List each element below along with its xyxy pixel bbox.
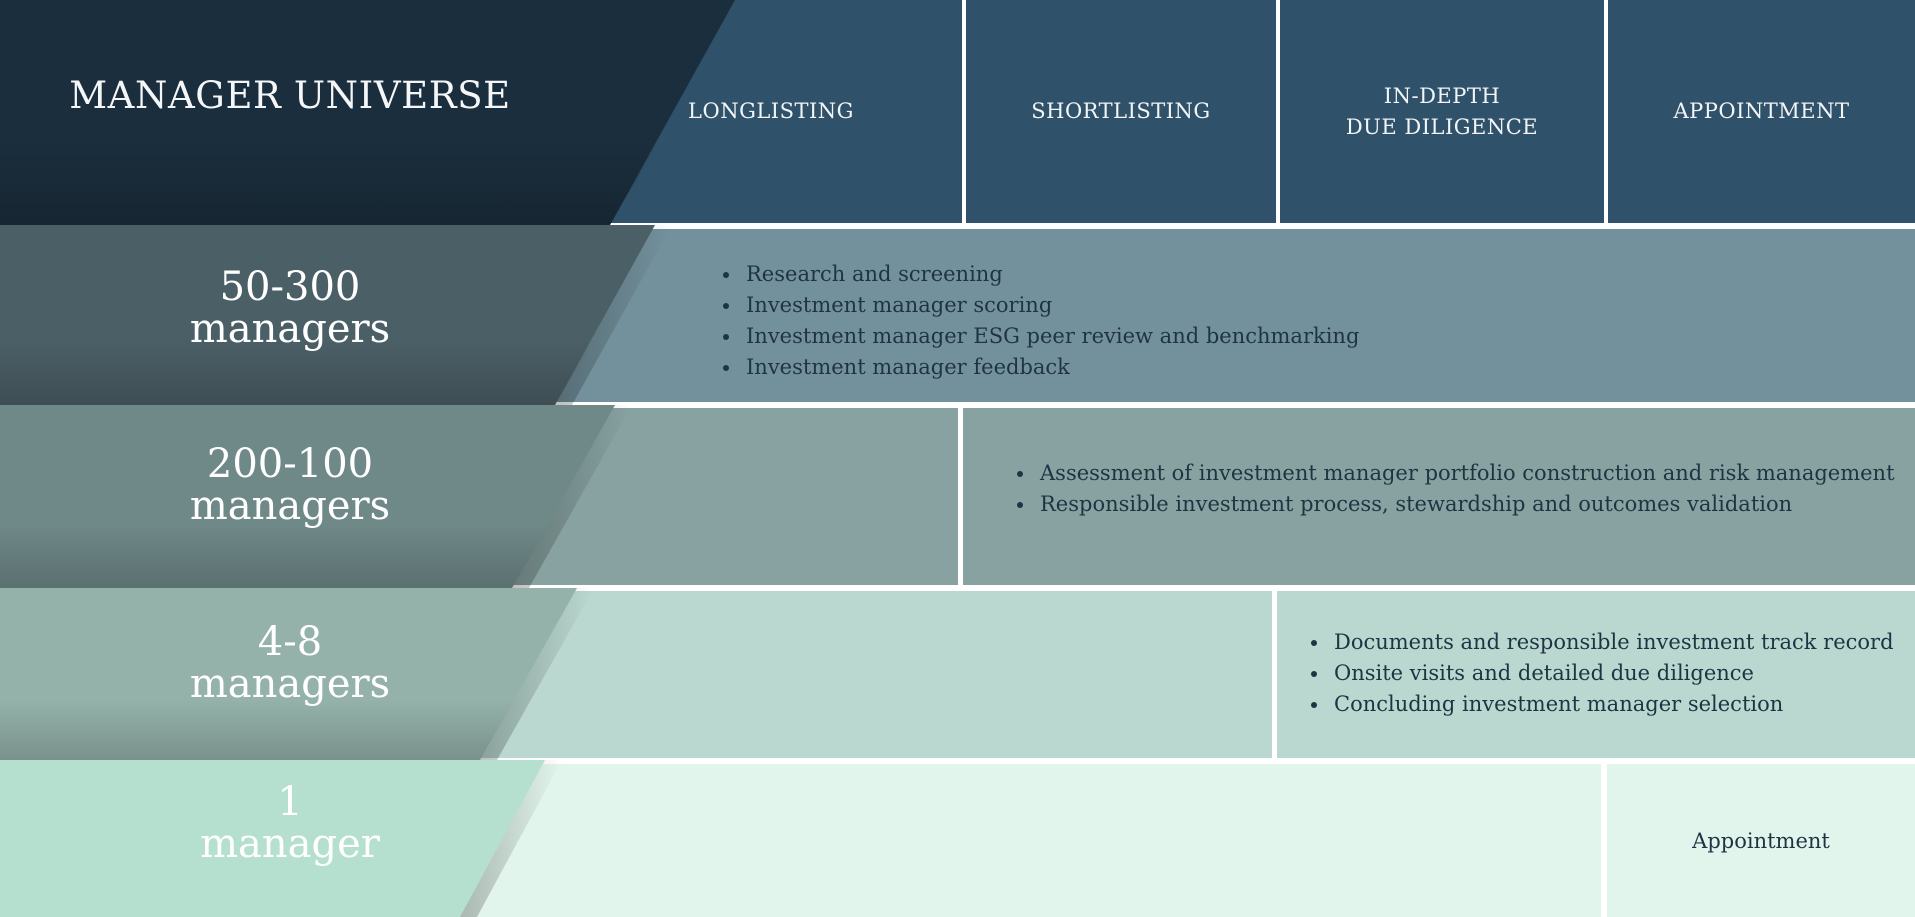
longlisting-activities: Research and screening Investment manage…: [718, 259, 1359, 383]
row-unit: managers: [189, 483, 391, 529]
row4-count-label: 1 manager: [100, 773, 480, 873]
list-item: Responsible investment process, stewards…: [1036, 489, 1895, 520]
page-title: MANAGER UNIVERSE: [69, 73, 511, 117]
row2-count-label: 200-100 managers: [100, 435, 480, 535]
row-count: 200-100: [206, 441, 374, 487]
due-diligence-activities: Documents and responsible investment tra…: [1306, 627, 1894, 720]
row-count: 50-300: [219, 264, 361, 310]
list-item: Investment manager scoring: [742, 290, 1359, 321]
row-unit: managers: [189, 661, 391, 707]
stage-label: LONGLISTING: [688, 99, 854, 123]
row1-count-label: 50-300 managers: [100, 258, 480, 358]
stage-header-appointment: APPOINTMENT: [1608, 0, 1915, 223]
list-item: Assessment of investment manager portfol…: [1036, 458, 1895, 489]
stage-label: IN-DEPTH DUE DILIGENCE: [1345, 83, 1539, 139]
row-unit: manager: [200, 821, 380, 867]
list-item: Documents and responsible investment tra…: [1330, 627, 1894, 658]
stage-label: SHORTLISTING: [1031, 99, 1211, 123]
row-band-due-diligence-empty: [470, 591, 1272, 758]
row-band-appointment-empty: [440, 764, 1601, 917]
list-item: Investment manager ESG peer review and b…: [742, 321, 1359, 352]
row4-left-shape: [0, 760, 545, 917]
row-band-due-diligence: [1277, 591, 1915, 758]
list-item: Onsite visits and detailed due diligence: [1330, 658, 1894, 689]
row-unit: managers: [189, 306, 391, 352]
row-band-appointment: [1607, 764, 1915, 917]
row-count: 4-8: [257, 619, 323, 665]
shortlisting-activities: Assessment of investment manager portfol…: [1012, 458, 1895, 520]
row-band-shortlisting: [963, 408, 1915, 585]
stage-header-shortlisting: SHORTLISTING: [966, 0, 1276, 223]
list-item: Investment manager feedback: [742, 352, 1359, 383]
row-band-longlisting: [540, 229, 1915, 402]
list-item: Concluding investment manager selection: [1330, 689, 1894, 720]
row3-count-label: 4-8 managers: [100, 613, 480, 713]
stage-header-due-diligence: IN-DEPTH DUE DILIGENCE: [1280, 0, 1604, 223]
list-item: Research and screening: [742, 259, 1359, 290]
stage-label: APPOINTMENT: [1673, 99, 1850, 123]
row-count: 1: [277, 779, 303, 825]
appointment-activity: Appointment: [1692, 828, 1830, 853]
